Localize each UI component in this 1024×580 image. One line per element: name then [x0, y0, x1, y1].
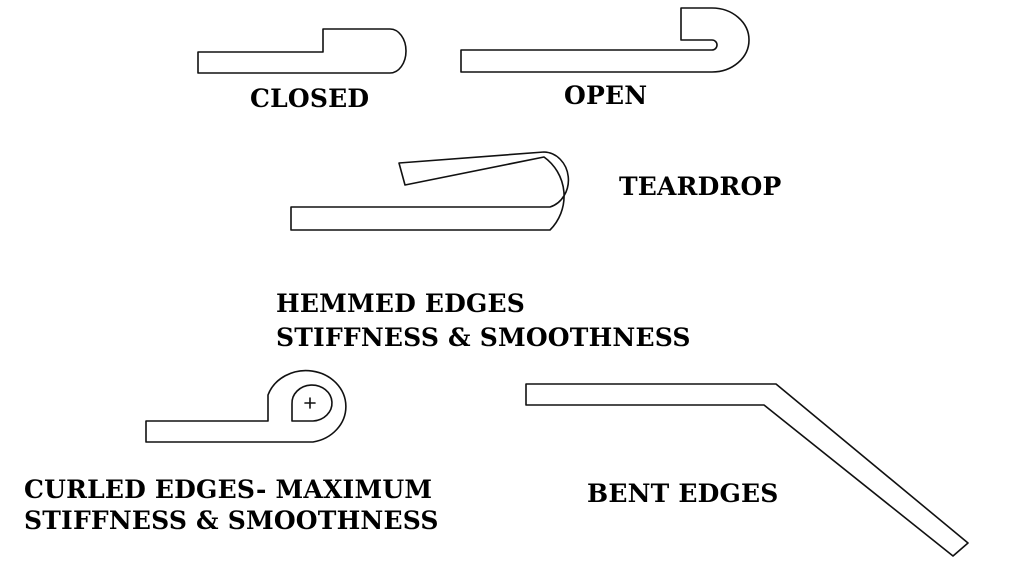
bent-edges-label: BENT EDGES [587, 479, 779, 508]
curled-edges-title: CURLED EDGES- MAXIMUM [24, 475, 433, 504]
teardrop-hem-profile [290, 151, 570, 231]
curled-edge-profile [145, 369, 347, 443]
closed-hem-profile [197, 28, 407, 74]
hemmed-edges-subtitle: STIFFNESS & SMOOTHNESS [276, 323, 691, 352]
teardrop-label: TEARDROP [619, 172, 782, 201]
curl-center-mark [304, 397, 316, 409]
curled-edges-subtitle: STIFFNESS & SMOOTHNESS [24, 506, 439, 535]
bent-edge-profile [525, 383, 969, 557]
curl-inner-opening [291, 384, 333, 422]
open-hem-profile [460, 7, 750, 73]
closed-label: CLOSED [250, 84, 370, 113]
hemmed-edges-title: HEMMED EDGES [276, 289, 526, 318]
open-label: OPEN [564, 81, 648, 110]
